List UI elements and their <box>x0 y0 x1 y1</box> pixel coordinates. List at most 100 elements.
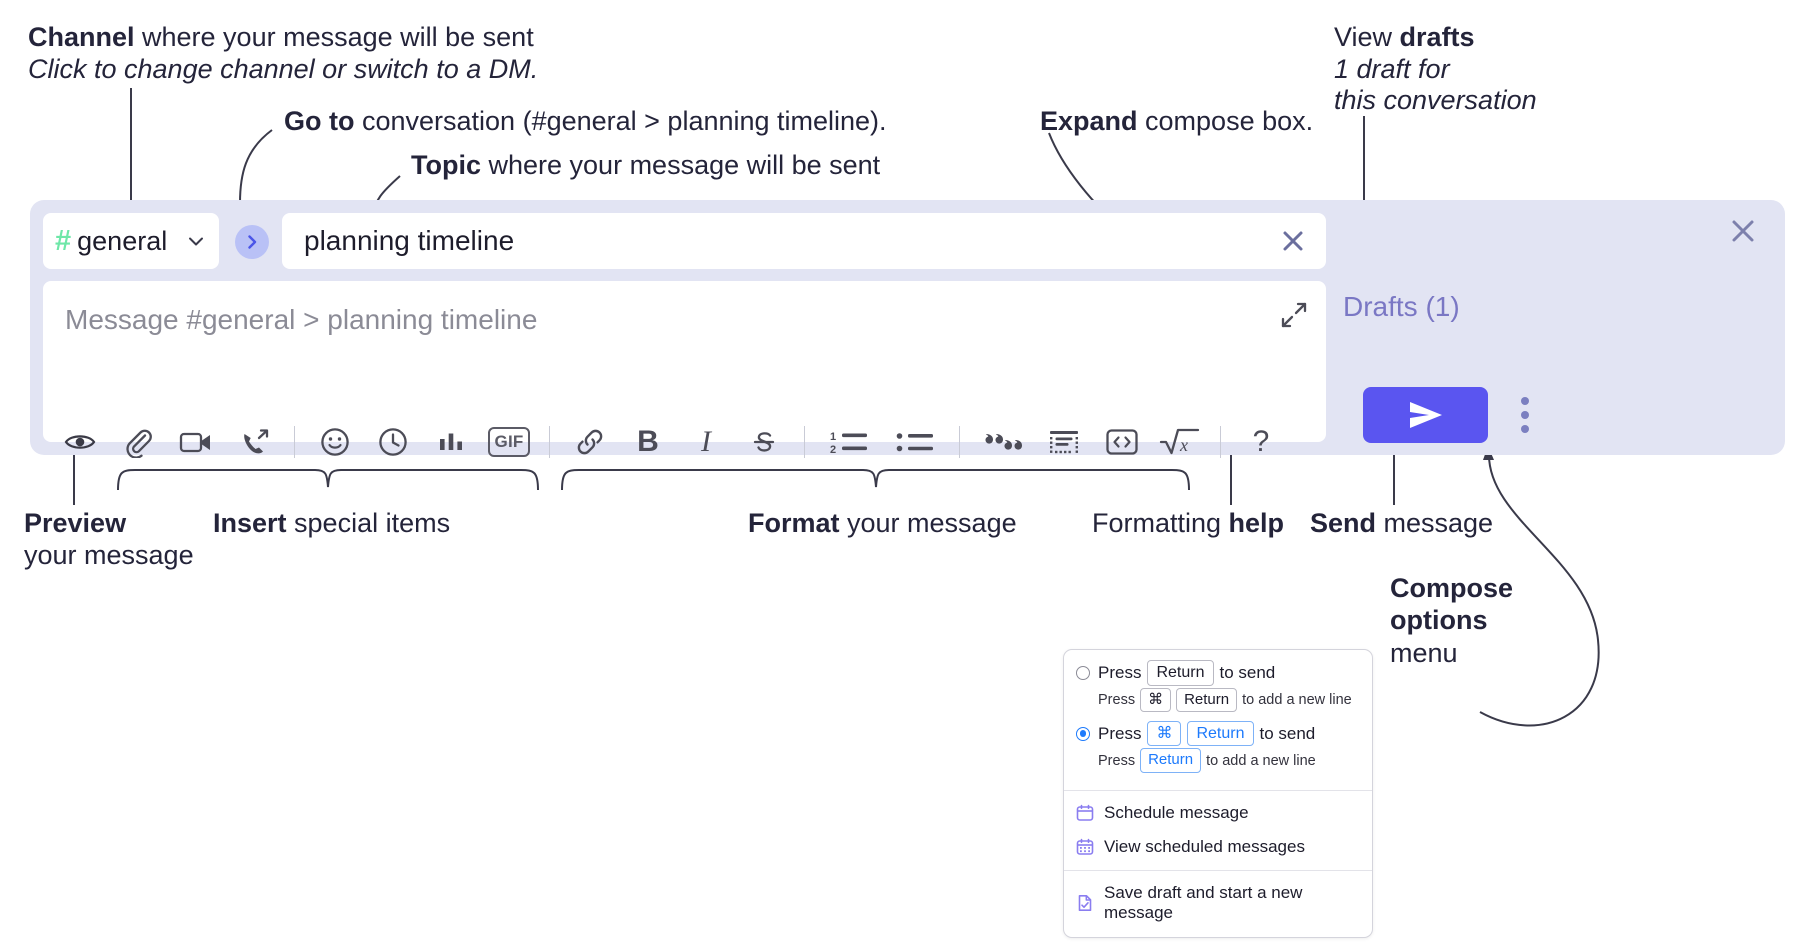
topic-value: planning timeline <box>304 225 515 256</box>
calendar-icon <box>1076 804 1094 822</box>
reminder-button[interactable] <box>364 418 422 466</box>
annotation-preview: Preview your message <box>24 508 194 571</box>
send-option-row[interactable]: Press ⌘ Return to send Press Return to a… <box>1076 720 1360 773</box>
strikethrough-button[interactable] <box>735 418 793 466</box>
send-button[interactable] <box>1363 387 1488 443</box>
audio-clip-button[interactable] <box>225 418 283 466</box>
chevron-right-icon <box>248 235 257 249</box>
svg-text:1: 1 <box>830 431 836 443</box>
annotation-drafts-bold: drafts <box>1399 22 1475 52</box>
option-pre-text: Press <box>1098 723 1142 743</box>
menu-item-label: Schedule message <box>1104 802 1249 822</box>
quote-icon <box>985 434 1022 450</box>
formatting-help-button[interactable]: ? <box>1232 418 1290 466</box>
goto-conversation-button[interactable] <box>235 225 269 259</box>
italic-icon: I <box>701 425 711 458</box>
send-option-main: Press Return to send <box>1098 660 1275 686</box>
menu-item-label: Save draft and start a new message <box>1104 882 1303 922</box>
bold-icon: B <box>637 425 659 458</box>
strikethrough-icon <box>753 432 775 452</box>
annotation-channel-rest: where your message will be sent <box>134 22 534 52</box>
annotation-drafts-line2: 1 draft for <box>1334 53 1450 84</box>
code-block-button[interactable] <box>1035 418 1093 466</box>
clear-topic-button[interactable] <box>1276 224 1310 258</box>
separator-1 <box>294 426 295 458</box>
menu-item-schedule-message[interactable]: Schedule message <box>1064 796 1372 830</box>
send-option-main: Press ⌘ Return to send <box>1098 720 1315 747</box>
key-command: ⌘ <box>1140 687 1172 712</box>
link-button[interactable] <box>561 418 619 466</box>
annotation-insert-bold: Insert <box>213 508 287 538</box>
close-icon <box>1732 220 1754 242</box>
menu-item-save-draft[interactable]: Save draft and start a new message <box>1064 876 1372 930</box>
annotation-format-bold: Format <box>748 508 840 538</box>
compose-panel: # general planning timeline <box>30 200 1785 458</box>
option-post-text: to send <box>1219 662 1276 682</box>
ordered-list-button[interactable]: 1 2 <box>816 418 882 466</box>
compose-inner: # general planning timeline <box>43 213 1326 458</box>
radio-button[interactable] <box>1076 665 1090 680</box>
chevron-down-icon <box>185 230 207 252</box>
annotation-drafts-line3: this conversation <box>1334 85 1537 116</box>
menu-divider <box>1064 869 1372 871</box>
italic-button[interactable]: I <box>677 418 735 466</box>
separator-2 <box>549 426 550 458</box>
gif-button[interactable]: GIF <box>480 418 538 466</box>
video-camera-icon <box>179 432 210 453</box>
poll-button[interactable] <box>422 418 480 466</box>
compose-options-button[interactable] <box>1508 387 1542 443</box>
emoji-button[interactable] <box>306 418 364 466</box>
math-button[interactable]: x <box>1151 418 1209 466</box>
menu-item-view-scheduled-messages[interactable]: View scheduled messages <box>1064 830 1372 864</box>
annotation-formatting-help: Formatting help <box>1092 508 1284 540</box>
svg-text:x: x <box>1179 435 1188 455</box>
link-icon <box>577 429 603 455</box>
video-clip-button[interactable] <box>167 418 225 466</box>
clock-icon <box>379 428 407 456</box>
preview-button[interactable] <box>51 418 109 466</box>
annotation-compose-options-line3: menu <box>1390 637 1458 668</box>
compose-options-menu[interactable]: Press Return to send Press ⌘ Return to a… <box>1063 649 1373 938</box>
separator-3 <box>804 426 805 458</box>
close-compose-button[interactable] <box>1725 213 1761 249</box>
key-return: Return <box>1187 720 1254 747</box>
inline-code-button[interactable] <box>1093 418 1151 466</box>
drafts-link[interactable]: Drafts (1) <box>1343 291 1460 322</box>
send-option-sub: Press ⌘ Return to add a new line <box>1098 687 1360 712</box>
radio-button-selected[interactable] <box>1076 726 1090 741</box>
send-option-row[interactable]: Press Return to send Press ⌘ Return to a… <box>1076 660 1360 712</box>
annotation-expand-rest: compose box. <box>1137 106 1314 136</box>
channel-selector[interactable]: # general <box>43 213 219 269</box>
annotation-channel-bold: Channel <box>28 22 135 52</box>
annotation-send-bold: Send <box>1310 508 1377 538</box>
option-pre-text: Press <box>1098 662 1142 682</box>
message-placeholder: Message #general > planning timeline <box>65 304 538 335</box>
expand-compose-button[interactable] <box>1276 297 1312 333</box>
annotation-format: Format your message <box>748 508 1017 540</box>
separator-5 <box>1220 426 1221 458</box>
topic-field[interactable]: planning timeline <box>282 213 1326 269</box>
channel-name: general <box>77 225 168 256</box>
key-command: ⌘ <box>1147 720 1182 747</box>
bulleted-list-button[interactable] <box>882 418 948 466</box>
annotation-channel: Channel where your message will be sent … <box>28 22 538 85</box>
send-options-group: Press Return to send Press ⌘ Return to a… <box>1064 650 1372 790</box>
key-return: Return <box>1147 660 1214 686</box>
attach-button[interactable] <box>109 418 167 466</box>
separator-4 <box>959 426 960 458</box>
key-return: Return <box>1176 687 1238 712</box>
annotation-compose-options-line1: Compose <box>1390 573 1514 603</box>
bold-button[interactable]: B <box>619 418 677 466</box>
close-icon <box>1283 231 1303 251</box>
document-check-icon <box>1076 894 1094 912</box>
annotation-preview-line2: your message <box>24 539 194 570</box>
kebab-menu-icon <box>1521 397 1529 405</box>
svg-text:2: 2 <box>830 444 836 456</box>
blockquote-button[interactable] <box>971 418 1035 466</box>
send-icon <box>1409 402 1442 428</box>
option-sub-post: to add a new line <box>1206 752 1316 769</box>
annotation-goto-bold: Go to <box>284 106 355 136</box>
message-input-area[interactable]: Message #general > planning timeline <box>43 281 1326 458</box>
